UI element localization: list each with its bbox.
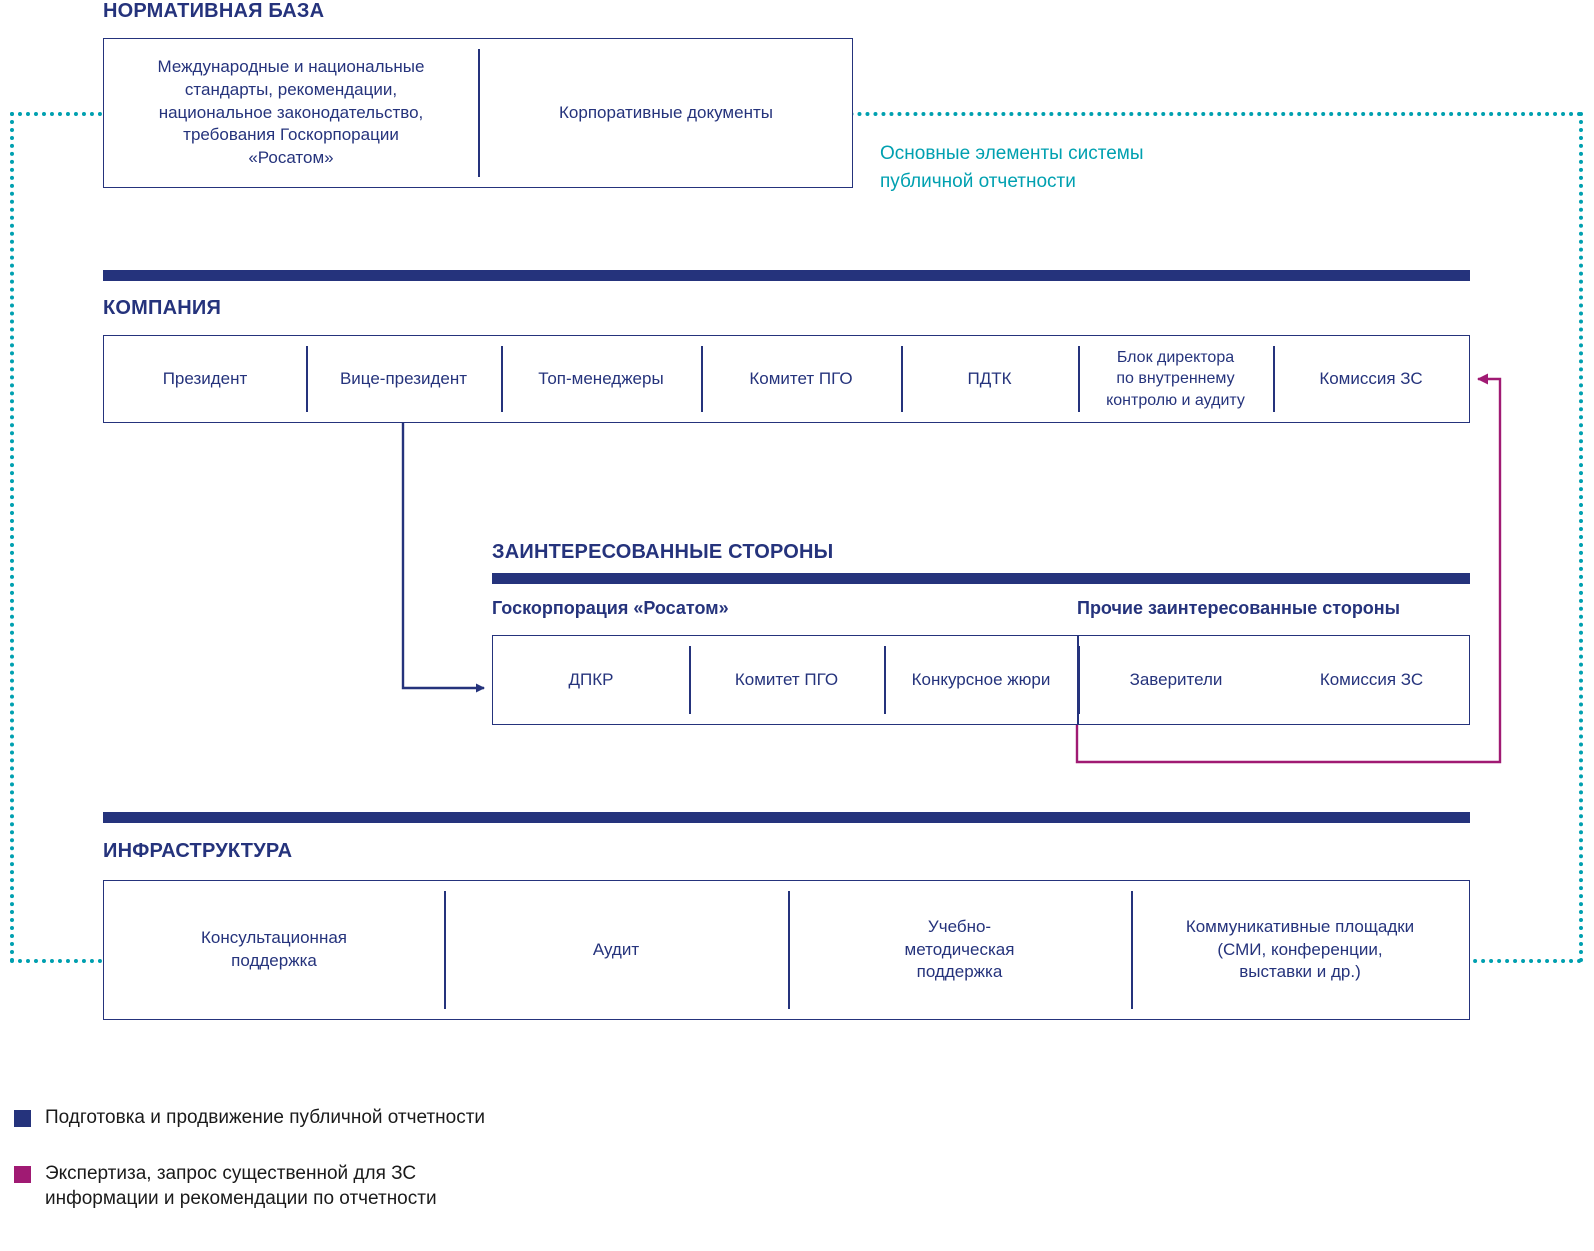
legend-label-preparation: Подготовка и продвижение публичной отчет… — [45, 1107, 486, 1128]
stakeholders-cell-commission-zs[interactable]: Комиссия ЗС — [1319, 669, 1424, 689]
stakeholders-group-separator — [1077, 635, 1079, 725]
company-divider-bar — [103, 270, 1470, 281]
stakeholders-cell-jury[interactable]: Конкурсное жюри — [884, 636, 1078, 724]
normative-cell-standards[interactable]: Международные и национальные стандарты, … — [157, 56, 425, 168]
infrastructure-row: Консультационная поддержка Аудит Учебно-… — [103, 880, 1470, 1020]
normative-row: Международные и национальные стандарты, … — [103, 38, 853, 188]
stakeholders-divider-bar — [492, 573, 1470, 584]
normative-cell-corporate-documents[interactable]: Корпоративные документы — [478, 39, 854, 187]
company-cell-vice-president[interactable]: Вице-президент — [306, 336, 501, 422]
connector-company-to-dpkr — [401, 423, 485, 693]
legend: Подготовка и продвижение публичной отчет… — [14, 1105, 485, 1242]
infrastructure-cell-consulting[interactable]: Консультационная поддержка — [201, 928, 347, 970]
stakeholders-row: ДПКР Комитет ПГО Конкурсное жюри Заверит… — [492, 635, 1470, 725]
company-cell-committee-pgo[interactable]: Комитет ПГО — [701, 336, 901, 422]
infrastructure-cell-communication-platforms[interactable]: Коммуникативные площадки (СМИ, конференц… — [1131, 881, 1469, 1019]
system-boundary-frame — [10, 112, 1583, 963]
section-title-infrastructure: ИНФРАСТРУКТУРА — [103, 840, 293, 862]
section-title-stakeholders: ЗАИНТЕРЕСОВАННЫЕ СТОРОНЫ — [492, 541, 834, 563]
company-cell-president[interactable]: Президент — [162, 368, 248, 388]
section-title-company: КОМПАНИЯ — [103, 297, 222, 319]
stakeholders-group-label-other: Прочие заинтересованные стороны — [1077, 598, 1401, 618]
company-cell-pdtk[interactable]: ПДТК — [901, 336, 1078, 422]
legend-item-preparation: Подготовка и продвижение публичной отчет… — [14, 1105, 485, 1131]
stakeholders-cell-dpkr[interactable]: ДПКР — [568, 669, 614, 689]
system-elements-annotation: Основные элементы системы публичной отче… — [880, 143, 1144, 192]
legend-swatch-navy-icon — [14, 1110, 31, 1127]
legend-swatch-magenta-icon — [14, 1165, 31, 1183]
infrastructure-cell-training[interactable]: Учебно- методическая поддержка — [788, 881, 1131, 1019]
legend-label-expertise: Экспертиза, запрос существенной для ЗС и… — [45, 1162, 437, 1210]
company-cell-top-managers[interactable]: Топ-менеджеры — [501, 336, 701, 422]
company-cell-commission-zs[interactable]: Комиссия ЗС — [1273, 336, 1469, 422]
section-title-normative: НОРМАТИВНАЯ БАЗА — [103, 0, 325, 22]
stakeholders-cell-assurers[interactable]: Заверители — [1078, 636, 1274, 724]
stakeholders-group-label-rosatom: Госкорпорация «Росатом» — [492, 598, 729, 618]
legend-item-expertise: Экспертиза, запрос существенной для ЗС и… — [14, 1161, 485, 1212]
stakeholders-cell-committee-pgo[interactable]: Комитет ПГО — [689, 636, 884, 724]
infrastructure-cell-audit[interactable]: Аудит — [444, 881, 788, 1019]
infrastructure-divider-bar — [103, 812, 1470, 823]
company-cell-internal-audit-block[interactable]: Блок директора по внутреннему контролю и… — [1078, 336, 1273, 422]
company-row: Президент Вице-президент Топ-менеджеры К… — [103, 335, 1470, 423]
